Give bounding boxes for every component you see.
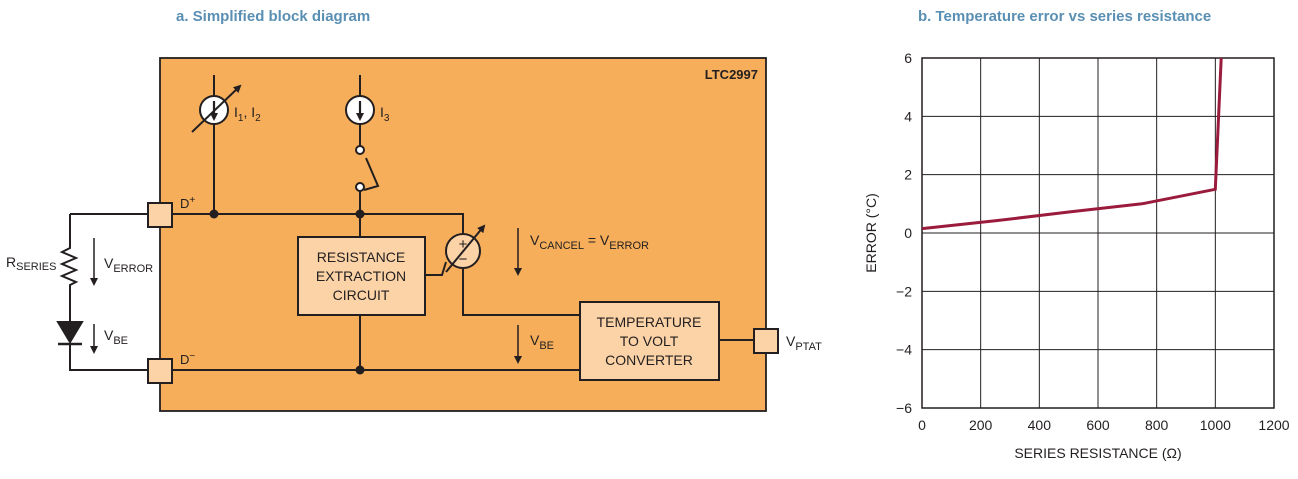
temperature-to-volt-converter-block [579, 301, 720, 381]
summer-minus-sign: − [459, 251, 468, 268]
extraction-to-summer-wire [425, 261, 447, 276]
label-v-be-mid: VBE [530, 332, 554, 352]
error-vs-resistance-chart: 0 200 400 600 800 1000 1200 6 4 2 0 −2 −4 −6 SERIES … [863, 50, 1290, 461]
summer-to-converter-wire [462, 269, 580, 316]
x-tick-label: 0 [918, 417, 926, 433]
x-tick-label: 600 [1086, 417, 1110, 433]
label-v-be-left: VBE [104, 327, 128, 347]
x-tick-label: 1000 [1200, 417, 1231, 433]
y-tick-label: −4 [896, 342, 912, 358]
y-tick-labels: 6 4 2 0 −2 −4 −6 [896, 50, 912, 416]
junction-dot [355, 209, 365, 219]
converter-block-line-2: TO VOLT [620, 333, 679, 349]
y-tick-label: 6 [904, 50, 912, 66]
diagram-caption: a. Simplified block diagram [176, 8, 371, 25]
pin-dplus [147, 202, 173, 228]
dminus-external-wire [69, 345, 148, 371]
chart-grid [921, 57, 1275, 409]
chip-label: LTC2997 [705, 67, 758, 82]
label-i3: I3 [380, 104, 390, 124]
extraction-block-line-2: EXTRACTION [316, 268, 406, 284]
rseries-resistor-symbol [59, 244, 79, 288]
x-tick-label: 1200 [1258, 417, 1289, 433]
chart-title: b. Temperature error vs series resistanc… [918, 8, 1212, 25]
resistance-extraction-block [297, 236, 426, 316]
x-tick-labels: 0 200 400 600 800 1000 1200 [918, 417, 1290, 433]
pin-dminus [147, 358, 173, 384]
block-diagram [56, 57, 779, 412]
x-tick-label: 200 [969, 417, 993, 433]
y-tick-label: 4 [904, 108, 912, 124]
variable-source-arrow [191, 84, 242, 133]
plot-frame [921, 57, 1275, 409]
label-i1-i2: I1, I2 [234, 104, 261, 124]
switch-lever [363, 157, 380, 191]
junction-dot [209, 209, 219, 219]
extraction-block-line-1: RESISTANCE [317, 249, 405, 265]
converter-block-line-3: CONVERTER [605, 352, 693, 368]
label-v-error: VERROR [104, 255, 153, 275]
label-rseries: RSERIES [6, 254, 56, 273]
label-dplus: D+ [180, 195, 195, 211]
converter-block-line-1: TEMPERATURE [597, 314, 702, 330]
label-dminus: D− [180, 351, 195, 367]
switch-contact-top [355, 145, 365, 155]
y-tick-label: 2 [904, 167, 912, 183]
x-tick-label: 800 [1145, 417, 1169, 433]
y-tick-label: 0 [904, 225, 912, 241]
label-v-cancel: VCANCEL = VERROR [530, 232, 649, 252]
diode-triangle [56, 321, 84, 344]
switch-contact-bottom [355, 182, 365, 192]
series-line-error [921, 57, 1223, 231]
y-tick-label: −2 [896, 283, 912, 299]
summer-plus-sign: + [459, 236, 468, 253]
summer-variable-arrow [445, 224, 486, 273]
y-axis-label: ERROR (°C) [863, 193, 879, 272]
dplus-internal-bus [172, 213, 464, 233]
x-tick-label: 400 [1028, 417, 1052, 433]
label-v-ptat: VPTAT [786, 333, 822, 353]
junction-dot [355, 365, 365, 375]
y-tick-label: −6 [896, 400, 912, 416]
pin-vptat [753, 328, 779, 354]
x-axis-label: SERIES RESISTANCE (Ω) [1014, 445, 1181, 461]
extraction-block-line-3: CIRCUIT [333, 287, 390, 303]
